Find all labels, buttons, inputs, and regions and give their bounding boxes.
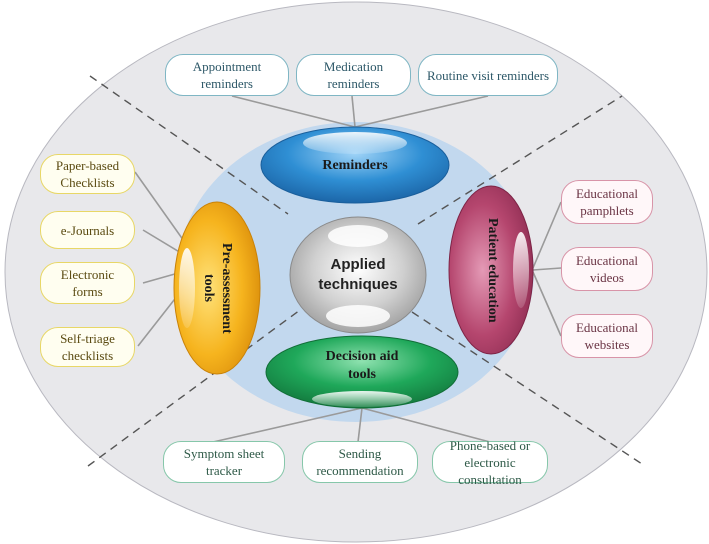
pre-assessment-hub [173,201,261,375]
medication-reminders-box: Medication reminders [296,54,411,96]
decision-aid-hub [265,335,459,409]
decision-aid-label: Decision aid tools [325,349,399,382]
e-journals-box: e-Journals [40,211,135,249]
patient-education-label: Patient education [485,217,500,323]
reminders-label: Reminders [322,158,388,173]
appointment-reminders-box: Appointment reminders [165,54,289,96]
paper-based-checklists-box: Paper-based Checklists [40,154,135,194]
reminders-hub [260,126,450,204]
self-triage-checklists-box: Self-triage checklists [40,327,135,367]
educational-pamphlets-box: Educational pamphlets [561,180,653,224]
symptom-sheet-tracker-box: Symptom sheet tracker [163,441,285,483]
electronic-forms-box: Electronic forms [40,262,135,304]
center-label: Applied techniques [318,256,398,293]
educational-videos-box: Educational videos [561,247,653,291]
pre-assessment-label: Pre-assessment tools [201,242,234,334]
center-sphere [289,216,427,334]
routine-visit-reminders-box: Routine visit reminders [418,54,558,96]
sending-recommendation-box: Sending recommendation [302,441,418,483]
educational-websites-box: Educational websites [561,314,653,358]
dashed-dividers [87,75,643,467]
patient-education-hub [448,185,534,355]
phone-based-consultation-box: Phone-based or electronic consultation [432,438,548,487]
